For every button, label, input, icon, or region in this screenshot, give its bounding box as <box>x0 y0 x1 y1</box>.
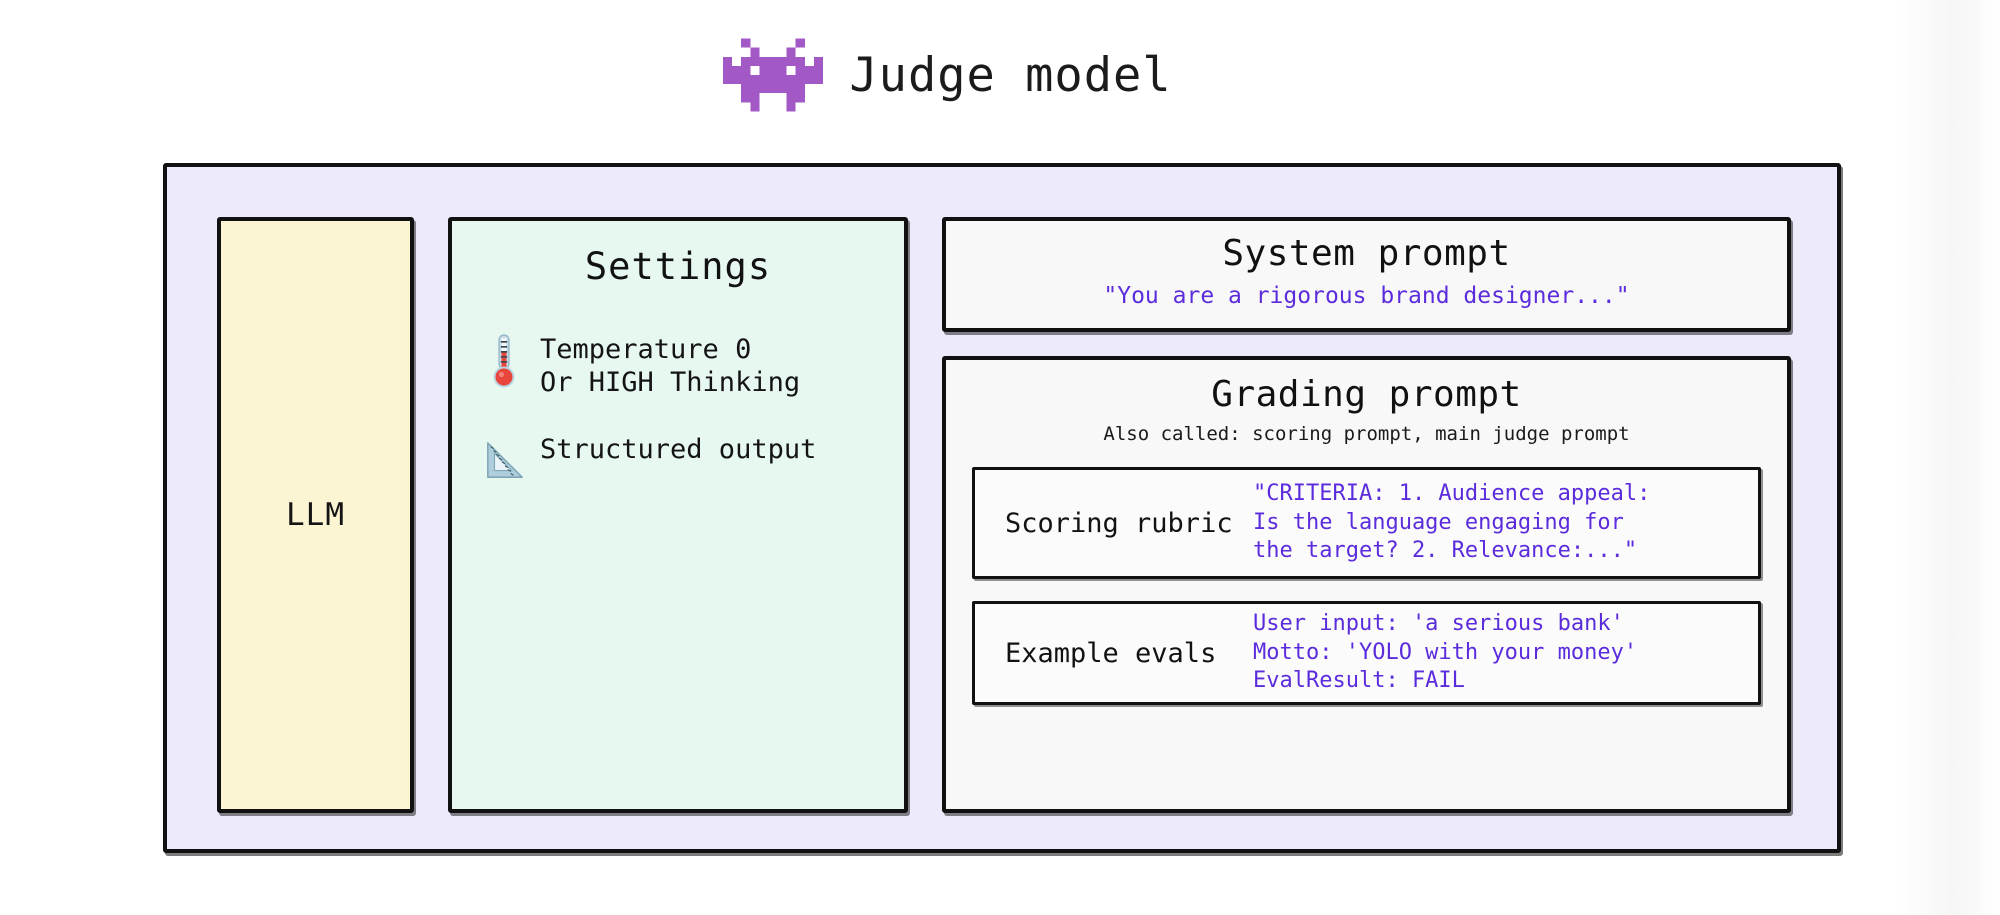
grading-prompt-header: Grading prompt Also called: scoring prom… <box>972 372 1761 445</box>
system-prompt-card: System prompt "You are a rigorous brand … <box>942 217 1791 332</box>
system-prompt-quote: "You are a rigorous brand designer..." <box>1103 283 1630 309</box>
page-title: Judge model <box>849 47 1172 103</box>
scoring-rubric-card: Scoring rubric "CRITERIA: 1. Audience ap… <box>972 467 1761 579</box>
example-evals-card: Example evals User input: 'a serious ban… <box>972 601 1761 705</box>
setting-item-structured-output: Structured output <box>484 432 882 490</box>
setting-label-structured-output: Structured output <box>540 433 817 465</box>
setting-label-temperature: Temperature 0 Or HIGH Thinking <box>540 334 801 398</box>
triangular-ruler-icon <box>484 432 524 490</box>
page-edge-shading <box>1895 0 2000 915</box>
settings-panel: Settings <box>448 217 908 813</box>
scoring-rubric-text: "CRITERIA: 1. Audience appeal: Is the la… <box>1253 481 1651 564</box>
llm-label: LLM <box>286 497 345 533</box>
grading-prompt-title: Grading prompt <box>1211 374 1522 415</box>
judge-model-container: LLM Settings <box>163 163 1841 853</box>
page-header: Judge model <box>0 38 1895 112</box>
settings-title: Settings <box>584 245 772 288</box>
system-prompt-title: System prompt <box>1222 233 1511 274</box>
space-invader-icon <box>723 38 824 112</box>
grading-prompt-card: Grading prompt Also called: scoring prom… <box>942 356 1791 813</box>
thermometer-icon <box>484 332 524 390</box>
example-evals-label: Example evals <box>1005 637 1217 669</box>
scoring-rubric-label: Scoring rubric <box>1005 507 1233 539</box>
setting-item-temperature: Temperature 0 Or HIGH Thinking <box>484 332 882 400</box>
example-evals-text: User input: 'a serious bank' Motto: 'YOL… <box>1253 611 1638 694</box>
llm-box: LLM <box>217 217 414 813</box>
prompts-column: System prompt "You are a rigorous brand … <box>942 217 1791 813</box>
grading-prompt-subtitle: Also called: scoring prompt, main judge … <box>1103 423 1630 445</box>
